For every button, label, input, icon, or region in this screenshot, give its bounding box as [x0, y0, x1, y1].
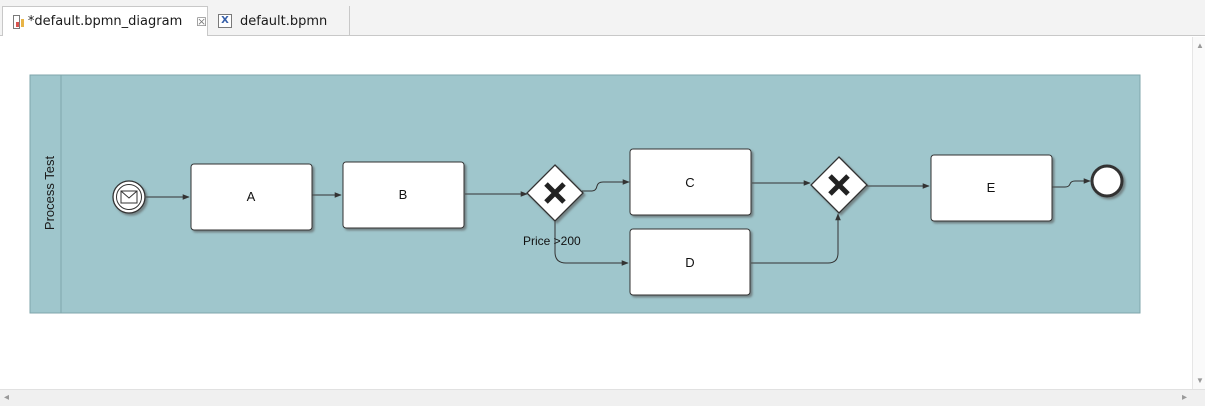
message-start-event[interactable]: [112, 180, 146, 214]
task-c[interactable]: C: [629, 148, 752, 216]
pool-label: Process Test: [42, 156, 57, 231]
horizontal-scrollbar[interactable]: ◂ ▸: [0, 389, 1205, 406]
scroll-up-icon[interactable]: ▲: [1196, 41, 1204, 50]
scroll-right-icon[interactable]: ▸: [1181, 392, 1187, 403]
tab-default-bpmn[interactable]: X default.bpmn: [208, 6, 350, 36]
flow-e-to-end: [1052, 178, 1091, 188]
x-icon: [828, 174, 850, 196]
diagram-canvas[interactable]: Process Test A B: [0, 37, 1193, 389]
task-label: C: [685, 175, 694, 190]
task-e[interactable]: E: [930, 154, 1053, 222]
task-d[interactable]: D: [629, 228, 751, 296]
flow-split-to-d: [554, 221, 629, 266]
exclusive-gateway-split[interactable]: [526, 164, 584, 222]
vertical-scrollbar[interactable]: ▲ ▼: [1192, 37, 1205, 389]
end-event[interactable]: [1090, 164, 1124, 198]
sequence-flows: [146, 178, 1091, 266]
scroll-down-icon[interactable]: ▼: [1196, 376, 1204, 385]
xml-file-icon: X: [218, 14, 232, 28]
bpmn-diagram: Process Test A B: [29, 74, 1141, 314]
condition-label: Price >200: [523, 234, 581, 248]
task-b[interactable]: B: [342, 161, 465, 229]
exclusive-gateway-join[interactable]: [810, 156, 868, 214]
editor-tab-bar: *default.bpmn_diagram ☒ X default.bpmn: [0, 0, 1205, 36]
tab-label: default.bpmn: [240, 13, 328, 29]
tab-label: *default.bpmn_diagram: [27, 14, 183, 29]
x-icon: [544, 182, 566, 204]
tab-default-bpmn-diagram[interactable]: *default.bpmn_diagram ☒: [2, 6, 208, 36]
task-label: B: [399, 187, 408, 202]
task-label: E: [987, 180, 996, 195]
scroll-left-icon[interactable]: ◂: [4, 392, 10, 403]
diagram-icon: [13, 14, 24, 29]
close-icon[interactable]: ☒: [196, 14, 207, 29]
flow-d-to-join: [751, 213, 841, 264]
task-a[interactable]: A: [190, 163, 313, 231]
task-label: D: [685, 255, 694, 270]
task-label: A: [247, 189, 256, 204]
flow-split-to-c: [582, 179, 630, 192]
